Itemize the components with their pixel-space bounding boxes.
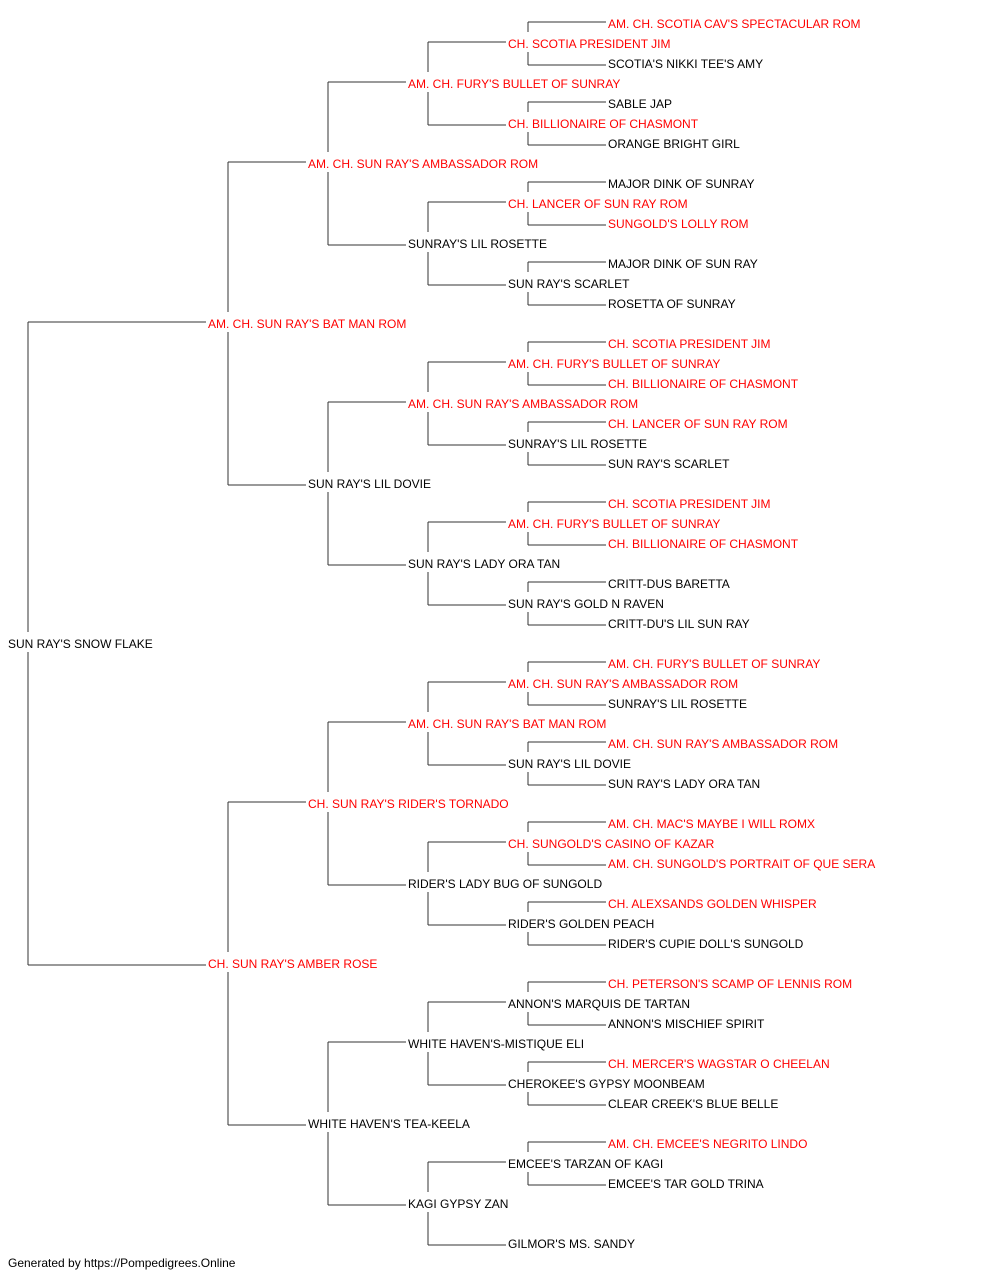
ancestor-name-gen-3: SUNRAY'S LIL ROSETTE	[408, 237, 547, 251]
ancestor-name-gen-4: SUNRAY'S LIL ROSETTE	[508, 437, 647, 451]
ancestor-name-gen-5-champion: AM. CH. MAC'S MAYBE I WILL ROMX	[608, 817, 815, 831]
ancestor-name-gen-4-champion: CH. BILLIONAIRE OF CHASMONT	[508, 117, 699, 131]
ancestor-name-gen-4-champion: CH. LANCER OF SUN RAY ROM	[508, 197, 688, 211]
ancestor-name-gen-5: CRITT-DU'S LIL SUN RAY	[608, 617, 750, 631]
ancestor-name-gen-3: KAGI GYPSY ZAN	[408, 1197, 508, 1211]
ancestor-name-gen-4: SUN RAY'S LIL DOVIE	[508, 757, 631, 771]
ancestor-name-gen-3-champion: AM. CH. FURY'S BULLET OF SUNRAY	[408, 77, 620, 91]
ancestor-name-gen-5-champion: CH. BILLIONAIRE OF CHASMONT	[608, 537, 799, 551]
ancestor-name-gen-3-champion: AM. CH. SUN RAY'S AMBASSADOR ROM	[408, 397, 638, 411]
ancestor-name-gen-2: WHITE HAVEN'S TEA-KEELA	[308, 1117, 470, 1131]
ancestor-name-gen-5: ROSETTA OF SUNRAY	[608, 297, 736, 311]
ancestor-name-gen-3: SUN RAY'S LADY ORA TAN	[408, 557, 560, 571]
ancestor-name-gen-4-champion: AM. CH. SUN RAY'S AMBASSADOR ROM	[508, 677, 738, 691]
pedigree-names: SUN RAY'S SNOW FLAKE AM. CH. SUN RAY'S BA…	[8, 17, 875, 1251]
ancestor-name-gen-5: CLEAR CREEK'S BLUE BELLE	[608, 1097, 778, 1111]
ancestor-name-gen-5-champion: AM. CH. SCOTIA CAV'S SPECTACULAR ROM	[608, 17, 861, 31]
ancestor-name-gen-5-champion: CH. MERCER'S WAGSTAR O CHEELAN	[608, 1057, 830, 1071]
pedigree-connectors	[27, 21, 606, 1246]
ancestor-name-gen-3: RIDER'S LADY BUG OF SUNGOLD	[408, 877, 602, 891]
ancestor-name-gen-1-champion: AM. CH. SUN RAY'S BAT MAN ROM	[208, 317, 406, 331]
ancestor-name-gen-5-champion: AM. CH. EMCEE'S NEGRITO LINDO	[608, 1137, 807, 1151]
ancestor-name-gen-4-champion: CH. SUNGOLD'S CASINO OF KAZAR	[508, 837, 715, 851]
ancestor-name-gen-5: RIDER'S CUPIE DOLL'S SUNGOLD	[608, 937, 804, 951]
ancestor-name-gen-5: SUN RAY'S LADY ORA TAN	[608, 777, 760, 791]
generated-by-footer: Generated by https://Pompedigrees.Online	[8, 1256, 236, 1270]
ancestor-name-gen-5-champion: CH. BILLIONAIRE OF CHASMONT	[608, 377, 799, 391]
ancestor-name-gen-5: MAJOR DINK OF SUN RAY	[608, 257, 758, 271]
ancestor-name-gen-3: WHITE HAVEN'S-MISTIQUE ELI	[408, 1037, 584, 1051]
ancestor-name-gen-4-champion: AM. CH. FURY'S BULLET OF SUNRAY	[508, 517, 720, 531]
ancestor-name-gen-4: ANNON'S MARQUIS DE TARTAN	[508, 997, 690, 1011]
ancestor-name-gen-5-champion: AM. CH. SUNGOLD'S PORTRAIT OF QUE SERA	[608, 857, 875, 871]
ancestor-name-gen-5-champion: CH. ALEXSANDS GOLDEN WHISPER	[608, 897, 817, 911]
ancestor-name-gen-4: EMCEE'S TARZAN OF KAGI	[508, 1157, 663, 1171]
ancestor-name-gen-5-champion: CH. LANCER OF SUN RAY ROM	[608, 417, 788, 431]
ancestor-name-gen-5: ORANGE BRIGHT GIRL	[608, 137, 740, 151]
ancestor-name-gen-5: SUN RAY'S SCARLET	[608, 457, 730, 471]
ancestor-name-gen-3-champion: AM. CH. SUN RAY'S BAT MAN ROM	[408, 717, 606, 731]
ancestor-name-gen-4-champion: CH. SCOTIA PRESIDENT JIM	[508, 37, 670, 51]
ancestor-name-gen-5: EMCEE'S TAR GOLD TRINA	[608, 1177, 764, 1191]
ancestor-name-gen-5: MAJOR DINK OF SUNRAY	[608, 177, 754, 191]
ancestor-name-gen-5: CRITT-DUS BARETTA	[608, 577, 730, 591]
ancestor-name-gen-4: GILMOR'S MS. SANDY	[508, 1237, 635, 1251]
ancestor-name-gen-2-champion: CH. SUN RAY'S RIDER'S TORNADO	[308, 797, 509, 811]
ancestor-name-gen-5: ANNON'S MISCHIEF SPIRIT	[608, 1017, 765, 1031]
ancestor-name-gen-4: CHEROKEE'S GYPSY MOONBEAM	[508, 1077, 705, 1091]
subject-dog-name: SUN RAY'S SNOW FLAKE	[8, 637, 153, 651]
ancestor-name-gen-4-champion: AM. CH. FURY'S BULLET OF SUNRAY	[508, 357, 720, 371]
ancestor-name-gen-4: SUN RAY'S SCARLET	[508, 277, 630, 291]
ancestor-name-gen-5-champion: CH. SCOTIA PRESIDENT JIM	[608, 337, 770, 351]
ancestor-name-gen-2: SUN RAY'S LIL DOVIE	[308, 477, 431, 491]
ancestor-name-gen-5: SUNRAY'S LIL ROSETTE	[608, 697, 747, 711]
ancestor-name-gen-2-champion: AM. CH. SUN RAY'S AMBASSADOR ROM	[308, 157, 538, 171]
ancestor-name-gen-1-champion: CH. SUN RAY'S AMBER ROSE	[208, 957, 377, 971]
ancestor-name-gen-5-champion: CH. SCOTIA PRESIDENT JIM	[608, 497, 770, 511]
ancestor-name-gen-4: SUN RAY'S GOLD N RAVEN	[508, 597, 664, 611]
ancestor-name-gen-5-champion: AM. CH. FURY'S BULLET OF SUNRAY	[608, 657, 820, 671]
ancestor-name-gen-5-champion: SUNGOLD'S LOLLY ROM	[608, 217, 749, 231]
ancestor-name-gen-5-champion: CH. PETERSON'S SCAMP OF LENNIS ROM	[608, 977, 852, 991]
ancestor-name-gen-5-champion: AM. CH. SUN RAY'S AMBASSADOR ROM	[608, 737, 838, 751]
ancestor-name-gen-5: SCOTIA'S NIKKI TEE'S AMY	[608, 57, 763, 71]
ancestor-name-gen-4: RIDER'S GOLDEN PEACH	[508, 917, 654, 931]
ancestor-name-gen-5: SABLE JAP	[608, 97, 672, 111]
